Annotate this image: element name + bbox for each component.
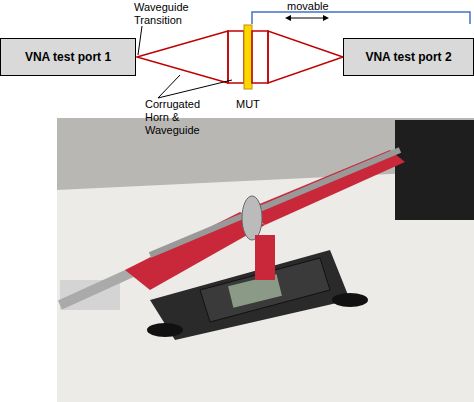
annotation: MUT — [236, 98, 276, 111]
horn-right — [268, 31, 343, 83]
black-box — [395, 120, 474, 220]
mut-sample — [244, 25, 252, 89]
bracket — [252, 12, 470, 24]
leader-line — [158, 75, 180, 98]
leader-line — [158, 80, 232, 98]
box-label: VNA test port 1 — [25, 50, 111, 64]
leader-line — [138, 26, 142, 55]
arrow-head — [323, 15, 329, 21]
double-arrow — [288, 18, 326, 19]
waveguide-right — [252, 31, 268, 83]
horn-left — [137, 31, 228, 83]
annotation: Waveguide Transition — [134, 1, 204, 27]
annotation: movable — [287, 0, 347, 13]
sample-holder — [242, 196, 262, 240]
arrow-head — [285, 15, 291, 21]
box-label: VNA test port 2 — [365, 50, 451, 64]
waveguide-left — [228, 31, 244, 83]
foot — [147, 323, 183, 337]
red-rail-right — [245, 150, 405, 225]
red-post — [255, 235, 275, 280]
instrument-box: VNA test port 1 — [0, 38, 136, 76]
foot — [332, 293, 368, 307]
instrument-box: VNA test port 2 — [343, 38, 474, 76]
photo-background — [57, 118, 474, 402]
annotation: Corrugated Horn & Waveguide — [145, 98, 225, 137]
